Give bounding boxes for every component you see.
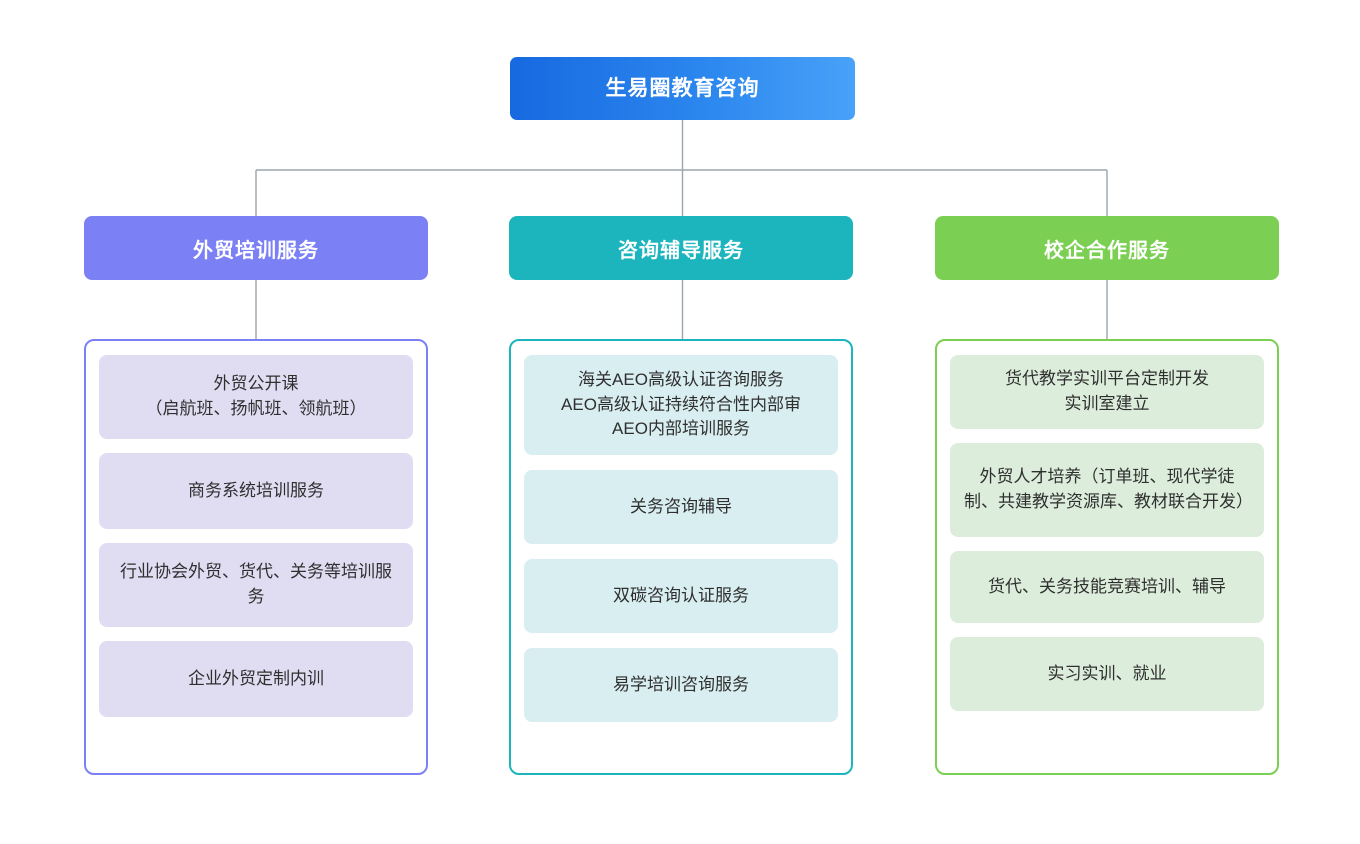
root-node[interactable]: 生易圈教育咨询 — [510, 57, 855, 120]
branch-header-2-label: 咨询辅导服务 — [618, 239, 744, 262]
branch-1-items-container: 外贸公开课 （启航班、扬帆班、领航班） 商务系统培训服务 行业协会外贸、货代、关… — [84, 339, 428, 775]
list-item[interactable]: 货代、关务技能竞赛培训、辅导 — [950, 551, 1264, 623]
branch-2-items-container: 海关AEO高级认证咨询服务 AEO高级认证持续符合性内部审 AEO内部培训服务 … — [509, 339, 853, 775]
branch-column-1: 外贸培训服务 — [84, 216, 428, 280]
branch-header-1-label: 外贸培训服务 — [193, 239, 319, 262]
branch-header-1[interactable]: 外贸培训服务 — [84, 216, 428, 280]
list-item[interactable]: 易学培训咨询服务 — [524, 648, 838, 722]
list-item[interactable]: 商务系统培训服务 — [99, 453, 413, 529]
list-item[interactable]: 外贸人才培养（订单班、现代学徒制、共建教学资源库、教材联合开发） — [950, 443, 1264, 537]
list-item[interactable]: 实习实训、就业 — [950, 637, 1264, 711]
branch-column-3: 校企合作服务 — [935, 216, 1279, 280]
list-item[interactable]: 双碳咨询认证服务 — [524, 559, 838, 633]
branch-header-3[interactable]: 校企合作服务 — [935, 216, 1279, 280]
list-item[interactable]: 行业协会外贸、货代、关务等培训服务 — [99, 543, 413, 627]
list-item[interactable]: 关务咨询辅导 — [524, 470, 838, 544]
branch-header-3-label: 校企合作服务 — [1044, 239, 1170, 262]
list-item[interactable]: 企业外贸定制内训 — [99, 641, 413, 717]
branch-column-2: 咨询辅导服务 — [509, 216, 853, 280]
branch-header-2[interactable]: 咨询辅导服务 — [509, 216, 853, 280]
root-node-label: 生易圈教育咨询 — [605, 76, 760, 100]
list-item[interactable]: 海关AEO高级认证咨询服务 AEO高级认证持续符合性内部审 AEO内部培训服务 — [524, 355, 838, 455]
branch-3-items-container: 货代教学实训平台定制开发 实训室建立 外贸人才培养（订单班、现代学徒制、共建教学… — [935, 339, 1279, 775]
list-item[interactable]: 货代教学实训平台定制开发 实训室建立 — [950, 355, 1264, 429]
list-item[interactable]: 外贸公开课 （启航班、扬帆班、领航班） — [99, 355, 413, 439]
